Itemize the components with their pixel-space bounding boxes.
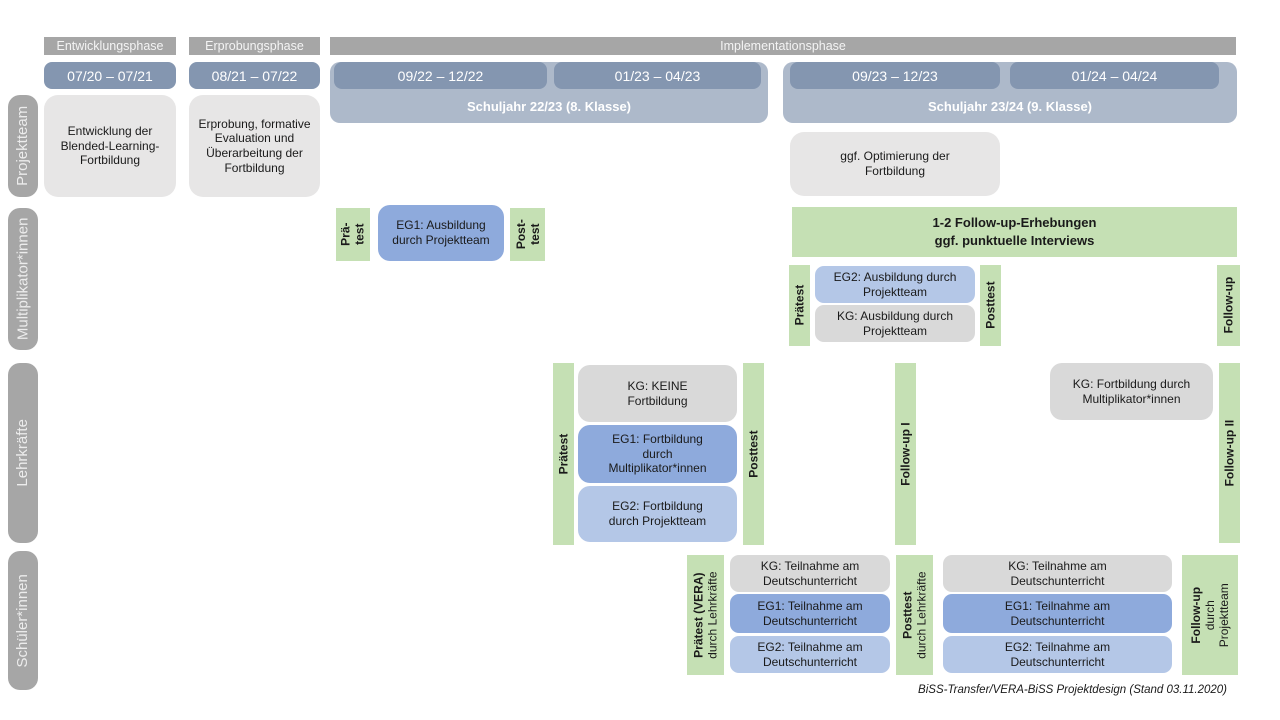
row-label-schueler: Schüler*innen: [8, 551, 38, 690]
box-kg-teilnahme-2: KG: Teilnahme am Deutschunterricht: [943, 555, 1172, 592]
bar-followup-2-lehrkraefte: Follow-up II: [1219, 363, 1240, 543]
bar-posttest-schueler-text: Posttest durch Lehrkräfte: [900, 571, 929, 659]
bar-followup-2-lehrkraefte-text: Follow-up II: [1222, 419, 1237, 487]
bar-praetest-multiplikatoren-sj1: Prä- test: [336, 208, 370, 261]
bar-followup-schueler: Follow-up durch Projektteam: [1182, 555, 1238, 675]
box-eg1-fortbildung-multiplikatoren: EG1: Fortbildung durch Multiplikator*inn…: [578, 425, 737, 483]
row-label-schueler-text: Schüler*innen: [14, 573, 32, 668]
banner-followup-line2: ggf. punktuelle Interviews: [934, 233, 1095, 248]
row-label-projektteam: Projektteam: [8, 95, 38, 197]
row-label-lehrkraefte-text: Lehrkräfte: [14, 419, 32, 487]
bar-posttest-multiplikatoren-sj1-text: Post- test: [513, 219, 542, 250]
box-eg2-teilnahme-1: EG2: Teilnahme am Deutschunterricht: [730, 636, 890, 673]
bar-posttest-multiplikatoren-sj1: Post- test: [510, 208, 545, 261]
bar-posttest-multiplikatoren-sj2-text: Posttest: [983, 281, 998, 330]
bar-praetest-vera-schueler: Prätest (VERA) durch Lehrkräfte: [687, 555, 724, 675]
box-eg1-teilnahme-2: EG1: Teilnahme am Deutschunterricht: [943, 594, 1172, 633]
bar-followup-1-lehrkraefte: Follow-up I: [895, 363, 916, 545]
phase-bar-erprobungsphase: Erprobungsphase: [189, 37, 320, 55]
phase-bar-entwicklungsphase: Entwicklungsphase: [44, 37, 176, 55]
bar-followup-schueler-text: Follow-up durch Projektteam: [1188, 582, 1232, 648]
date-bar-01-23: 01/23 – 04/23: [554, 62, 761, 89]
bar-followup-1-lehrkraefte-text: Follow-up I: [898, 422, 913, 486]
bar-praetest-multiplikatoren-sj2-text: Prätest: [792, 285, 807, 326]
bar-praetest-multiplikatoren-sj1-text: Prä- test: [338, 222, 367, 247]
box-optimierung-fortbildung: ggf. Optimierung der Fortbildung: [790, 132, 1000, 196]
box-eg1-ausbildung-projektteam: EG1: Ausbildung durch Projektteam: [378, 205, 504, 261]
bar-praetest-vera-schueler-text: Prätest (VERA) durch Lehrkräfte: [691, 571, 720, 659]
phase-bar-implementationsphase: Implementationsphase: [330, 37, 1236, 55]
box-eg2-teilnahme-2: EG2: Teilnahme am Deutschunterricht: [943, 636, 1172, 673]
bar-posttest-lehrkraefte-text: Posttest: [746, 430, 761, 478]
row-label-projektteam-text: Projektteam: [14, 105, 32, 187]
box-kg-keine-fortbildung: KG: KEINE Fortbildung: [578, 365, 737, 422]
bar-followup-multiplikatoren-text: Follow-up: [1221, 277, 1236, 334]
row-label-multiplikatoren: Multiplikator*innen: [8, 208, 38, 350]
bar-posttest-multiplikatoren-sj2: Posttest: [980, 265, 1001, 346]
box-entwicklung-blended-learning: Entwicklung der Blended-Learning-Fortbil…: [44, 95, 176, 197]
bar-praetest-lehrkraefte-text: Prätest: [556, 433, 571, 475]
bar-praetest-multiplikatoren-sj2: Prätest: [789, 265, 810, 346]
box-eg2-ausbildung-projektteam: EG2: Ausbildung durch Projektteam: [815, 266, 975, 303]
date-bar-07-20: 07/20 – 07/21: [44, 62, 176, 89]
banner-followup-line1: 1-2 Follow-up-Erhebungen: [932, 215, 1097, 231]
bar-posttest-lehrkraefte: Posttest: [743, 363, 764, 545]
box-kg-fortbildung-multiplikatoren: KG: Fortbildung durch Multiplikator*inne…: [1050, 363, 1213, 420]
bar-followup-multiplikatoren: Follow-up: [1217, 265, 1240, 346]
footer-caption: BiSS-Transfer/VERA-BiSS Projektdesign (S…: [918, 684, 1227, 696]
box-erprobung-evaluation: Erprobung, formative Evaluation und Über…: [189, 95, 320, 197]
box-eg1-teilnahme-1: EG1: Teilnahme am Deutschunterricht: [730, 594, 890, 633]
banner-followup-erhebungen: 1-2 Follow-up-Erhebungen ggf. punktuelle…: [792, 207, 1237, 257]
box-kg-ausbildung-projektteam: KG: Ausbildung durch Projektteam: [815, 305, 975, 342]
date-bar-01-24: 01/24 – 04/24: [1010, 62, 1219, 89]
date-bar-09-22: 09/22 – 12/22: [334, 62, 547, 89]
bar-praetest-lehrkraefte: Prätest: [553, 363, 574, 545]
row-label-multiplikatoren-text: Multiplikator*innen: [14, 217, 32, 341]
row-label-lehrkraefte: Lehrkräfte: [8, 363, 38, 543]
box-kg-teilnahme-1: KG: Teilnahme am Deutschunterricht: [730, 555, 890, 592]
box-eg2-fortbildung-projektteam: EG2: Fortbildung durch Projektteam: [578, 486, 737, 542]
bar-posttest-schueler: Posttest durch Lehrkräfte: [896, 555, 933, 675]
date-bar-08-21: 08/21 – 07/22: [189, 62, 320, 89]
date-bar-09-23: 09/23 – 12/23: [790, 62, 1000, 89]
